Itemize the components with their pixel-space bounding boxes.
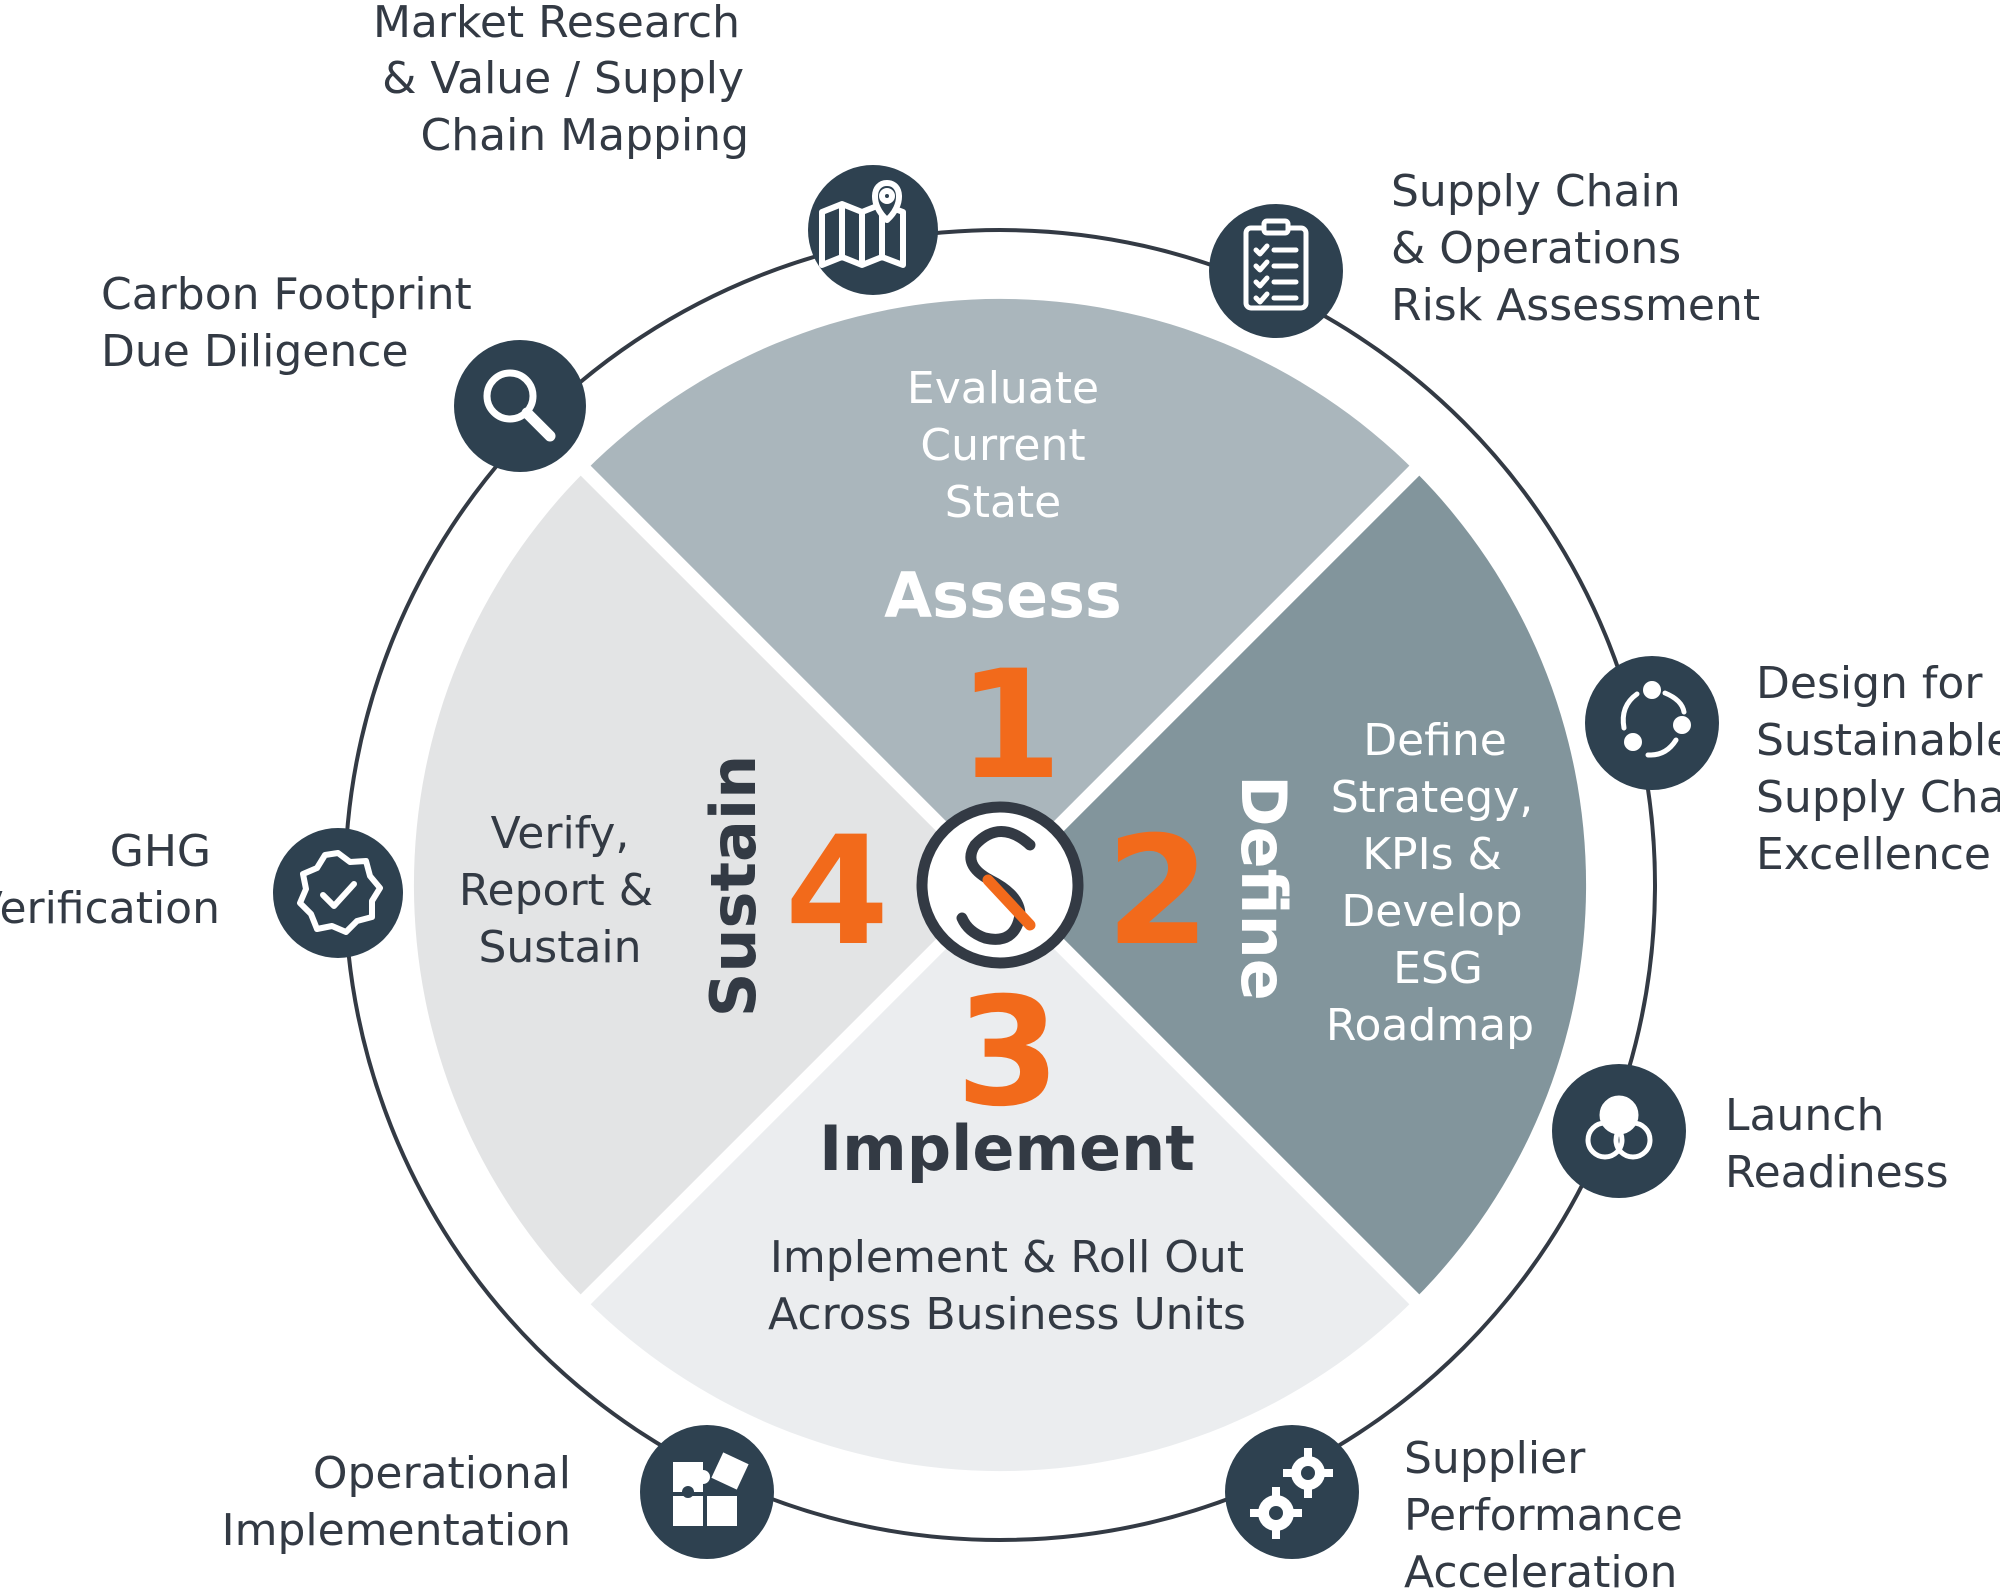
magnifier-icon [483,369,556,442]
node-market-research [808,165,938,295]
assess-number: 1 [958,639,1062,813]
node-design-sustainable [1585,656,1719,790]
implement-desc-line-2: Across Business Units [768,1289,1246,1340]
puzzle-icon [673,1452,749,1526]
assess-desc-line-1: Evaluate [907,363,1099,414]
implement-title: Implement [819,1112,1195,1185]
design-sustainable-label-2: Sustainable [1756,715,2000,766]
define-desc-line-3: KPIs & [1362,829,1502,880]
quadrant-assess [585,298,1415,885]
define-desc-line-5: ESG [1393,943,1483,994]
define-desc-line-6: Roadmap [1326,1000,1534,1051]
cycle-arrows-icon [1620,681,1691,758]
clipboard-checklist-icon [1243,218,1309,311]
assess-desc-line-3: State [945,477,1061,528]
gears-icon [1250,1448,1333,1539]
ghg-verification-label-2: Verification [0,883,220,934]
risk-assessment-label-3: Risk Assessment [1391,280,1760,331]
implement-number: 3 [956,966,1060,1140]
badge-check-icon [297,850,383,935]
carbon-footprint-label-2: Due Diligence [101,326,409,377]
sustain-title: Sustain [697,755,770,1018]
sustain-desc-line-2: Report & [459,865,653,916]
quadrant-implement [585,885,1415,1472]
node-supplier-performance [1225,1425,1359,1559]
node-ghg-verification [273,828,403,958]
market-research-label-1: Market Research [373,0,740,48]
design-sustainable-label-1: Design for [1756,658,1983,709]
market-research-label-3: Chain Mapping [421,110,750,161]
ghg-verification-label-1: GHG [110,826,211,877]
node-risk-assessment [1209,204,1343,338]
assess-desc-line-2: Current [920,420,1085,471]
sustain-number: 4 [785,805,889,979]
supplier-performance-label-1: Supplier [1404,1433,1586,1484]
define-desc-line-4: Develop [1341,886,1522,937]
sustain-desc-line-3: Sustain [478,922,641,973]
node-operational-implementation [640,1425,774,1559]
venn-circles-icon [1585,1095,1653,1160]
define-number: 2 [1106,805,1210,979]
design-sustainable-label-4: Excellence [1756,829,1991,880]
node-carbon-footprint [454,340,586,472]
launch-readiness-label-1: Launch [1725,1090,1884,1141]
quadrant-define [1000,470,1587,1300]
node-launch-readiness [1552,1064,1686,1198]
operational-implementation-label-2: Implementation [222,1505,571,1556]
s-logo-icon [916,801,1084,969]
supplier-performance-label-2: Performance [1404,1490,1683,1541]
launch-readiness-label-2: Readiness [1725,1147,1949,1198]
implement-desc-line-1: Implement & Roll Out [770,1232,1244,1283]
carbon-footprint-label-1: Carbon Footprint [101,269,472,320]
define-title: Define [1227,775,1300,1001]
assess-title: Assess [884,559,1122,632]
operational-implementation-label-1: Operational [313,1448,571,1499]
quadrant-sustain [413,470,1000,1300]
sustain-desc-line-1: Verify, [491,808,630,859]
design-sustainable-label-3: Supply Chain [1756,772,2000,823]
map-pin-icon [819,180,906,268]
risk-assessment-label-1: Supply Chain [1391,166,1681,217]
risk-assessment-label-2: & Operations [1391,223,1681,274]
define-desc-line-1: Define [1363,715,1507,766]
market-research-label-2: & Value / Supply [382,53,744,104]
define-desc-line-2: Strategy, [1331,772,1534,823]
supplier-performance-label-3: Acceleration [1404,1547,1677,1591]
